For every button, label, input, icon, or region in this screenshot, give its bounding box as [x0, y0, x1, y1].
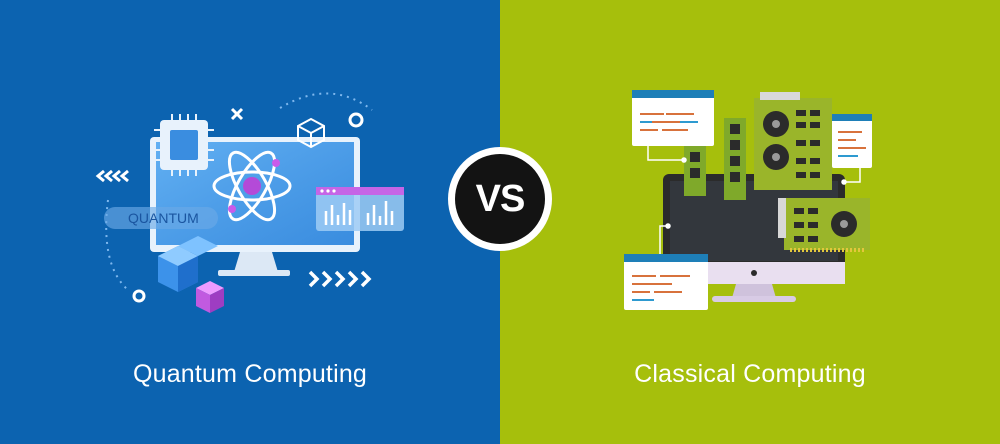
bar-chart-icon — [316, 187, 404, 231]
quantum-panel: QUANTUM — [0, 0, 500, 444]
circuit-board-icon — [754, 92, 832, 190]
cube-icon — [158, 236, 218, 292]
quantum-label: QUANTUM — [104, 207, 218, 229]
quantum-label-text: QUANTUM — [128, 210, 199, 226]
circuit-board-icon — [778, 198, 870, 252]
cube-icon — [196, 281, 224, 313]
nucleus — [243, 177, 261, 195]
connector-line — [647, 146, 861, 254]
ring-icon — [348, 112, 364, 128]
chip-icon — [154, 114, 214, 176]
fan-icon — [831, 211, 857, 237]
electron — [272, 159, 280, 167]
code-window-icon — [832, 114, 872, 168]
chevron-right-icon — [308, 270, 372, 288]
close-icon — [230, 107, 244, 121]
vs-badge: VS — [448, 147, 552, 251]
classical-illustration — [624, 90, 872, 310]
fan-icon — [763, 111, 789, 170]
atom-icon — [212, 150, 292, 222]
code-window-icon — [624, 254, 708, 310]
classical-panel: Classical Computing — [500, 0, 1000, 444]
vs-label: VS — [455, 154, 545, 244]
electron — [228, 205, 236, 213]
quantum-illustration: QUANTUM — [95, 92, 404, 313]
chevron-left-icon — [95, 169, 129, 183]
classical-caption: Classical Computing — [634, 360, 866, 388]
code-window-icon — [632, 90, 714, 146]
cube-icon — [297, 117, 325, 149]
ring-icon — [132, 289, 146, 303]
quantum-caption: Quantum Computing — [132, 360, 368, 388]
dotted-arc — [279, 92, 373, 111]
